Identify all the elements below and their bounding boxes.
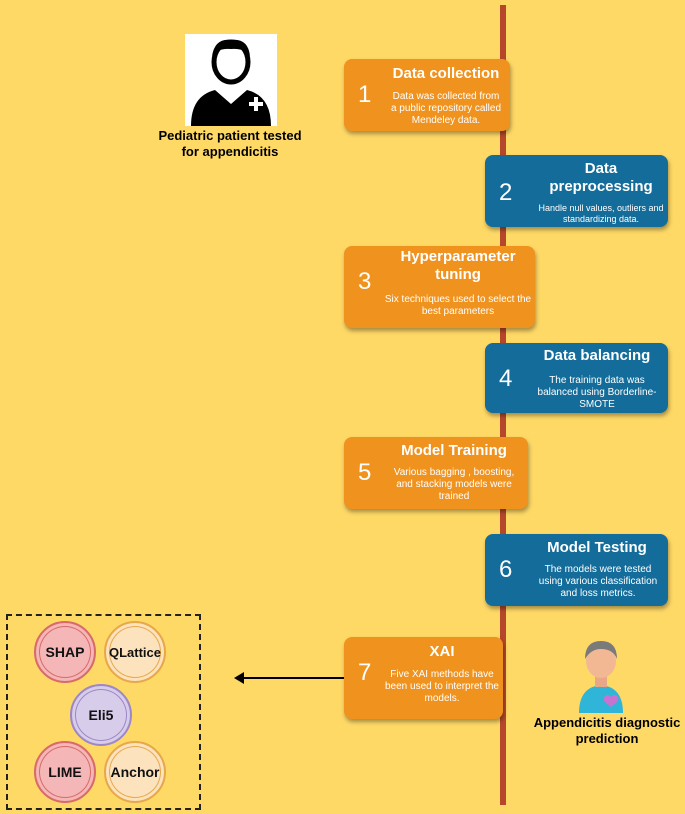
step-2-data-preprocessing: 2 Data preprocessing Handle null values,… bbox=[485, 155, 668, 227]
xai-methods-box bbox=[6, 614, 201, 810]
step-3-hyperparameter-tuning: 3 Hyperparameter tuning Six techniques u… bbox=[344, 246, 535, 328]
step-description: Handle null values, outliers and standar… bbox=[538, 203, 664, 224]
step-title: Model Training bbox=[401, 442, 507, 459]
patient-icon bbox=[185, 34, 277, 126]
step-title: Data collection bbox=[392, 65, 500, 82]
patient-caption: Pediatric patient tested for appendiciti… bbox=[158, 128, 302, 159]
xai-method-qlattice: QLattice bbox=[104, 621, 166, 683]
xai-method-eli5: Eli5 bbox=[70, 684, 132, 746]
arrow-line bbox=[240, 677, 344, 679]
step-description: Six techniques used to select the best p… bbox=[384, 294, 532, 317]
step-title: Hyperparameter tuning bbox=[400, 248, 516, 283]
step-7-xai: 7 XAI Five XAI methods have been used to… bbox=[344, 637, 503, 719]
step-number: 5 bbox=[358, 459, 372, 486]
step-4-data-balancing: 4 Data balancing The training data was b… bbox=[485, 343, 668, 413]
step-number: 1 bbox=[358, 81, 372, 108]
step-title: XAI bbox=[429, 643, 455, 660]
step-number: 6 bbox=[499, 556, 513, 583]
xai-method-lime: LIME bbox=[34, 741, 96, 803]
step-description: Five XAI methods have been used to inter… bbox=[385, 669, 499, 704]
step-title: Model Testing bbox=[547, 539, 647, 556]
result-caption: Appendicitis diagnostic prediction bbox=[533, 715, 681, 746]
step-number: 7 bbox=[358, 659, 372, 686]
child-with-heart-icon bbox=[573, 637, 629, 713]
step-description: The training data was balanced using Bor… bbox=[537, 375, 657, 410]
step-description: Data was collected from a public reposit… bbox=[390, 91, 502, 126]
step-6-model-testing: 6 Model Testing The models were tested u… bbox=[485, 534, 668, 606]
step-number: 4 bbox=[499, 365, 513, 392]
step-5-model-training: 5 Model Training Various bagging , boost… bbox=[344, 437, 528, 509]
xai-method-shap: SHAP bbox=[34, 621, 96, 683]
step-title: Data preprocessing bbox=[549, 160, 653, 195]
step-description: The models were tested using various cla… bbox=[538, 564, 658, 599]
xai-method-anchor: Anchor bbox=[104, 741, 166, 803]
step-title: Data balancing bbox=[543, 347, 651, 364]
step-description: Various bagging , boosting, and stacking… bbox=[393, 467, 515, 502]
step-number: 2 bbox=[499, 179, 513, 206]
arrow-head-icon bbox=[234, 672, 244, 684]
step-1-data-collection: 1 Data collection Data was collected fro… bbox=[344, 59, 510, 131]
step-number: 3 bbox=[358, 268, 372, 295]
